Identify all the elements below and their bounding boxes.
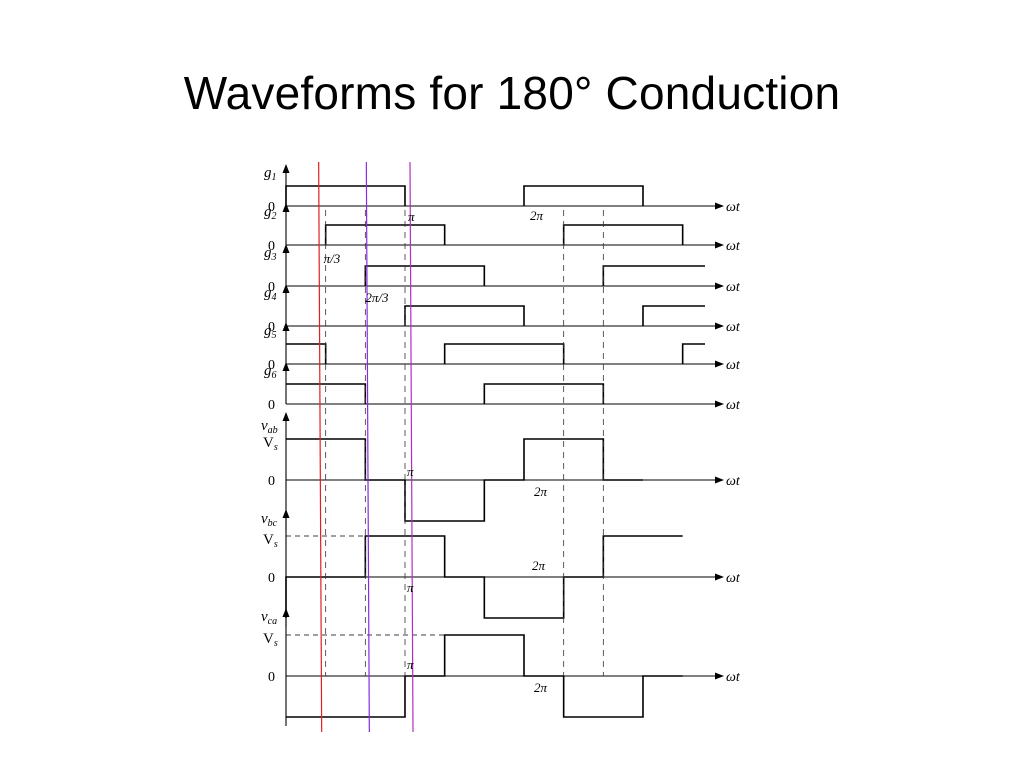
gate-g6-pulse-1 <box>483 383 605 404</box>
gate-g5-label: g5 <box>264 323 277 341</box>
gate-g6-arrow-icon <box>715 400 724 408</box>
gate-g5-pulse-2 <box>681 343 705 364</box>
marker-line-0 <box>318 161 323 733</box>
gate-g1-axis-label: ωt <box>726 200 741 215</box>
annotation-2pi-over-3: 2π/3 <box>365 290 389 305</box>
gate-g5-axis-label: ωt <box>726 358 741 373</box>
gate-g4-up-arrow-icon <box>282 284 290 293</box>
gate-g5-arrow-icon <box>715 360 724 368</box>
gate-g2-axis-label: ωt <box>726 239 741 254</box>
marker-line-2 <box>409 161 414 733</box>
gate-g4-zero-label: 0 <box>268 320 275 335</box>
annotation-pi-vca: π <box>407 657 414 672</box>
gate-g5-zero-label: 0 <box>268 358 275 373</box>
gate-g3-arrow-icon <box>715 282 724 290</box>
gate-g2-pulse-1 <box>562 224 684 245</box>
gate-g1-pulse-1 <box>523 185 644 206</box>
annotation-pi-vab: π <box>407 464 414 479</box>
gate-g4-pulse-1 <box>642 305 705 326</box>
gate-g6-up-arrow-icon <box>282 362 290 371</box>
voltage-vca-waveform <box>286 634 683 718</box>
voltage-vab-label: vab <box>261 418 278 436</box>
gate-g2-up-arrow-icon <box>282 203 290 212</box>
gate-g1-label: g1 <box>264 165 277 183</box>
gate-g3-pulse-1 <box>602 265 705 286</box>
gate-g1-up-arrow-icon <box>282 164 290 173</box>
gate-g3-label: g3 <box>264 245 277 263</box>
voltage-vab-up-arrow-icon <box>282 412 290 421</box>
voltage-vca-amplitude-label: Vs <box>263 631 278 649</box>
gate-g6-axis-label: ωt <box>726 398 741 413</box>
gate-g3-pulse-0 <box>364 265 486 286</box>
voltage-vab-arrow-icon <box>715 476 724 484</box>
gate-g6-zero-label: 0 <box>268 398 275 413</box>
gate-g2-arrow-icon <box>715 241 724 249</box>
annotation-pi-g1: π <box>408 209 415 224</box>
voltage-vab-amplitude-label: Vs <box>263 435 278 453</box>
gate-g2-zero-label: 0 <box>268 239 275 254</box>
gate-g1-zero-label: 0 <box>268 200 275 215</box>
annotation-2pi-vbc: 2π <box>532 558 546 573</box>
gate-g6-label: g6 <box>264 363 277 381</box>
gate-g4-arrow-icon <box>715 322 724 330</box>
voltage-vbc-label: vbc <box>261 511 278 529</box>
annotation-2pi-g1: 2π <box>530 208 544 223</box>
gate-g3-axis-label: ωt <box>726 280 741 295</box>
voltage-vca-zero-label: 0 <box>268 670 275 685</box>
voltage-vca-arrow-icon <box>715 672 724 680</box>
annotation-pi-over-3: π/3 <box>324 251 341 266</box>
voltage-vca-axis-label: ωt <box>726 670 741 685</box>
gate-g3-up-arrow-icon <box>282 244 290 253</box>
gate-g1-arrow-icon <box>715 202 724 210</box>
voltage-vbc-amplitude-label: Vs <box>263 532 278 550</box>
gate-g2-label: g2 <box>264 204 277 222</box>
voltage-vbc-zero-label: 0 <box>268 571 275 586</box>
marker-line-1 <box>365 161 370 733</box>
voltage-vab-zero-label: 0 <box>268 474 275 489</box>
gate-g4-pulse-0 <box>404 305 525 326</box>
voltage-vab-axis-label: ωt <box>726 474 741 489</box>
voltage-vbc-arrow-icon <box>715 573 724 581</box>
gate-g1-pulse-0 <box>285 185 406 206</box>
voltage-vca-label: vca <box>261 609 277 627</box>
gate-g4-axis-label: ωt <box>726 320 741 335</box>
voltage-vbc-axis-label: ωt <box>726 571 741 586</box>
voltage-vca-up-arrow-icon <box>282 608 290 617</box>
annotation-2pi-vab: 2π <box>534 484 548 499</box>
gate-g2-pulse-0 <box>324 224 446 245</box>
voltage-vbc-up-arrow-icon <box>282 509 290 518</box>
annotation-2pi-vca: 2π <box>534 680 548 695</box>
gate-g5-pulse-1 <box>443 343 565 364</box>
annotation-pi-vbc: π <box>407 580 414 595</box>
gate-g3-zero-label: 0 <box>268 280 275 295</box>
gate-g4-label: g4 <box>264 285 277 303</box>
gate-g5-up-arrow-icon <box>282 322 290 331</box>
slide-title: Waveforms for 180° Conduction <box>183 67 841 119</box>
